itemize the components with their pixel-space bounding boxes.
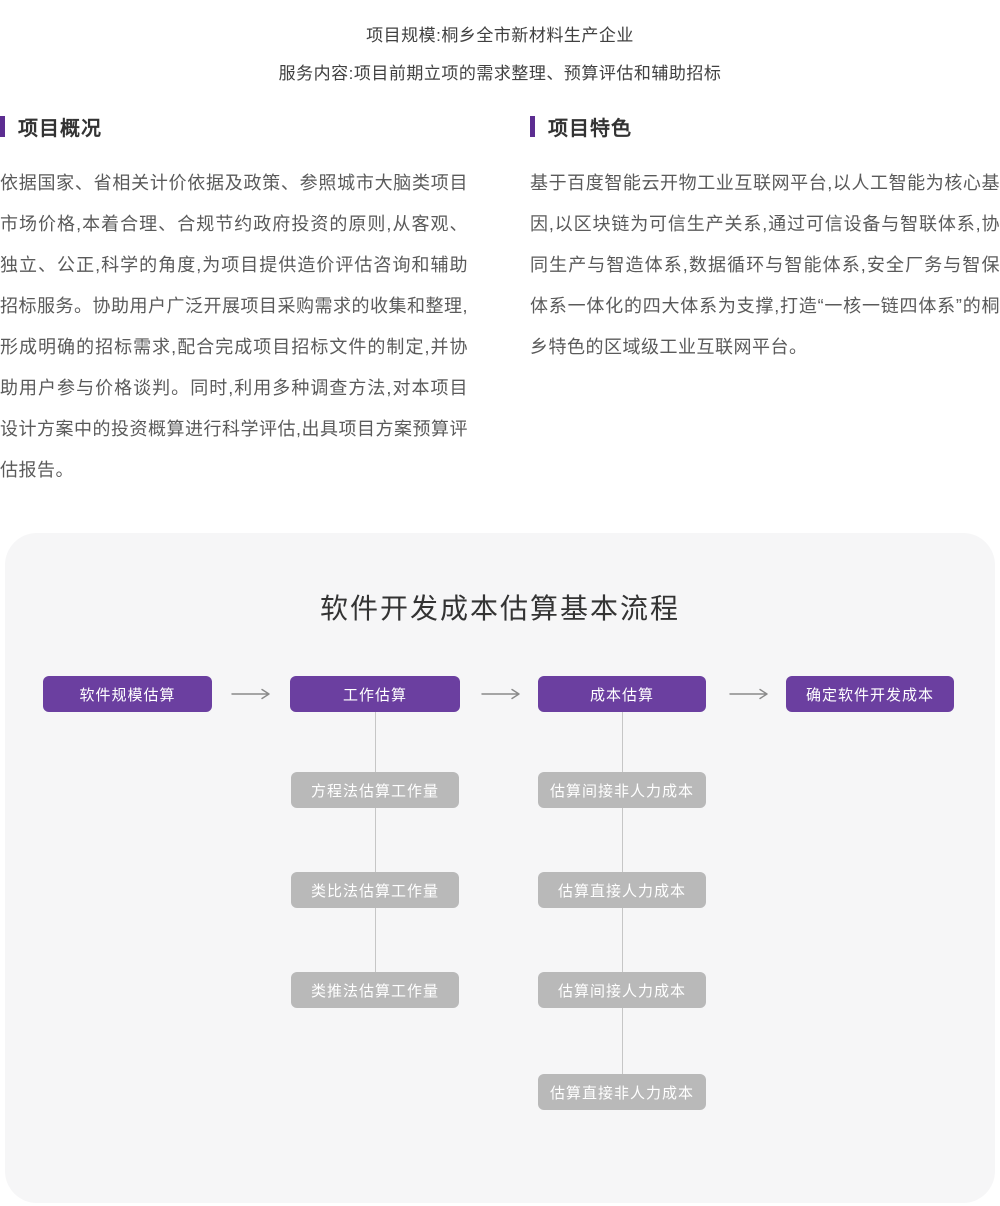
flow-step-cost-estimate: 成本估算 <box>538 676 706 712</box>
service-content-line: 服务内容:项目前期立项的需求整理、预算评估和辅助招标 <box>278 64 722 83</box>
flow-substep-indirect-nonlabor-cost: 估算间接非人力成本 <box>538 772 706 808</box>
accent-bar-icon <box>0 116 5 137</box>
flowchart-card: 软件开发成本估算基本流程 软件规模估算 工作估算 成本估算 确定软件开发成本 方… <box>5 533 995 1203</box>
flow-step-work-estimate: 工作估算 <box>290 676 460 712</box>
arrow-right-icon <box>481 688 520 700</box>
section-features: 项目特色 基于百度智能云开物工业互联网平台,以人工智能为核心基因,以区块链为可信… <box>530 112 1000 368</box>
features-title: 项目特色 <box>548 118 632 140</box>
overview-header: 项目概况 <box>0 112 468 141</box>
arrow-right-icon <box>231 688 270 700</box>
flow-substep-indirect-labor-cost: 估算间接人力成本 <box>538 972 706 1008</box>
features-body: 基于百度智能云开物工业互联网平台,以人工智能为核心基因,以区块链为可信生产关系,… <box>530 173 1000 357</box>
flow-substep-direct-nonlabor-cost: 估算直接非人力成本 <box>538 1074 706 1110</box>
flow-substep-direct-labor-cost: 估算直接人力成本 <box>538 872 706 908</box>
section-overview: 项目概况 依据国家、省相关计价依据及政策、参照城市大脑类项目市场价格,本着合理、… <box>0 112 468 491</box>
accent-bar-icon <box>530 116 535 137</box>
flow-substep-analogy-method: 类比法估算工作量 <box>291 872 459 908</box>
overview-body: 依据国家、省相关计价依据及政策、参照城市大脑类项目市场价格,本着合理、合规节约政… <box>0 173 468 480</box>
arrow-right-icon <box>729 688 768 700</box>
flow-substep-equation-method: 方程法估算工作量 <box>291 772 459 808</box>
flow-substep-extrapolation-method: 类推法估算工作量 <box>291 972 459 1008</box>
flow-step-software-scale: 软件规模估算 <box>43 676 212 712</box>
features-header: 项目特色 <box>530 112 1000 141</box>
flowchart-title: 软件开发成本估算基本流程 <box>319 593 680 624</box>
connector-line <box>375 712 376 972</box>
flow-step-final-cost: 确定软件开发成本 <box>786 676 954 712</box>
overview-title: 项目概况 <box>18 118 102 140</box>
project-scale-line: 项目规模:桐乡全市新材料生产企业 <box>366 26 634 45</box>
